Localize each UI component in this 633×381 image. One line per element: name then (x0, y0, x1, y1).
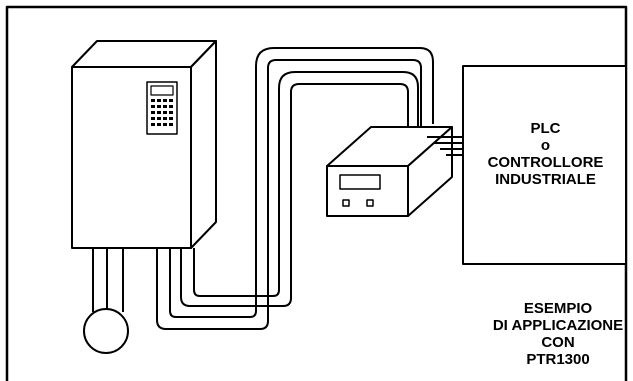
motor-icon (83, 248, 129, 354)
plc-label: PLC o CONTROLLORE INDUSTRIALE (463, 120, 628, 188)
caption-line2: DI APPLICAZIONE (492, 317, 624, 334)
plc-label-line4: INDUSTRIALE (495, 171, 596, 188)
plc-label-line2: o (540, 137, 551, 154)
sensor-cable-bundle (156, 47, 434, 330)
drive-cabinet (71, 40, 217, 249)
example-caption: ESEMPIO DI APPLICAZIONE CON PTR1300 (488, 300, 628, 368)
keypad-icon (146, 81, 178, 135)
transducer-button-right (366, 199, 374, 207)
plc-label-line3: CONTROLLORE (487, 154, 604, 171)
caption-line3: CON (541, 334, 575, 351)
caption-line1: ESEMPIO (523, 300, 593, 317)
plc-box (462, 65, 627, 265)
plc-label-line1: PLC (530, 120, 561, 137)
caption-line4: PTR1300 (526, 351, 590, 368)
plc-output-wires (427, 136, 463, 156)
transducer-button-left (342, 199, 350, 207)
transducer-display (339, 174, 381, 190)
